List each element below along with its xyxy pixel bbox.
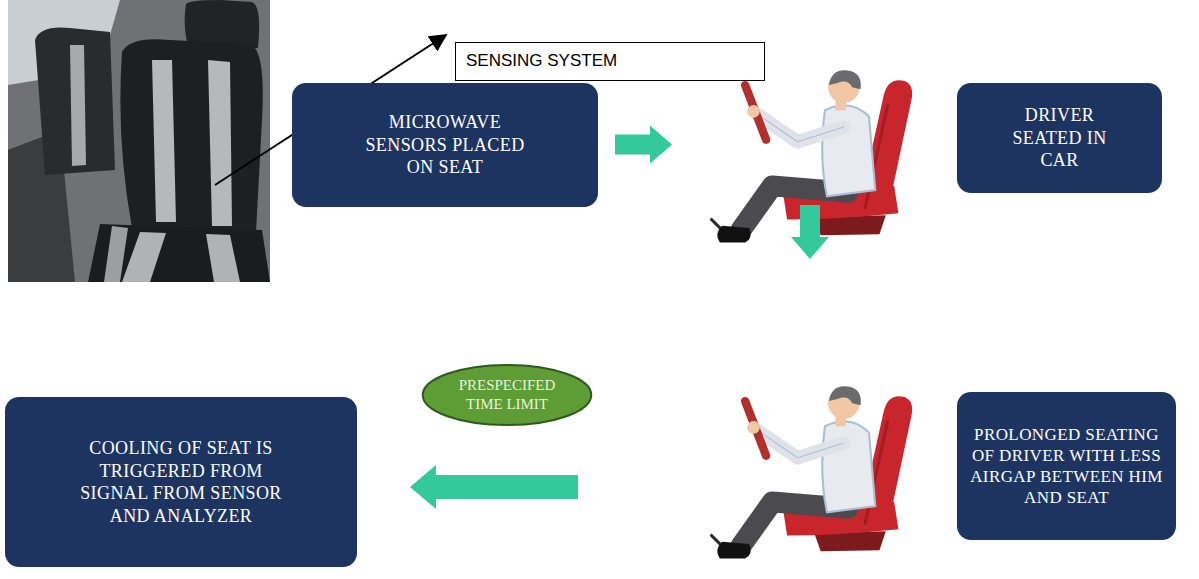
car-seat-photo — [206, 234, 240, 282]
process-box: MICROWAVE SENSORS PLACED ON SEAT — [292, 83, 598, 207]
car-seat-photo — [208, 60, 232, 226]
driver-figure — [712, 386, 913, 558]
condition-oval: PRESPECIFED TIME LIMIT — [421, 363, 593, 427]
car-seat-photo — [88, 224, 270, 282]
node-text: COOLING OF SEAT IS TRIGGERED FROM SIGNAL… — [66, 437, 296, 527]
car-seat-photo — [120, 39, 262, 232]
callout-box: SENSING SYSTEM — [455, 42, 765, 81]
process-box: COOLING OF SEAT IS TRIGGERED FROM SIGNAL… — [5, 397, 357, 567]
process-box: DRIVER SEATED IN CAR — [957, 83, 1162, 193]
flow-arrow — [615, 126, 672, 164]
node-text: DRIVER SEATED IN CAR — [997, 104, 1122, 172]
node-text: PRESPECIFED TIME LIMIT — [447, 376, 567, 414]
node-text: PROLONGED SEATING OF DRIVER WITH LESS AI… — [965, 424, 1168, 509]
node-text: SENSING SYSTEM — [466, 51, 617, 71]
car-seat-photo — [8, 0, 270, 282]
car-seat-photo — [70, 45, 86, 166]
car-seat-photo — [104, 226, 128, 282]
flow-arrow — [410, 465, 578, 509]
oval-shape — [421, 363, 593, 427]
flow-arrow — [791, 205, 829, 259]
car-seat-photo — [122, 232, 166, 282]
oval-outline — [423, 365, 592, 425]
process-box: PROLONGED SEATING OF DRIVER WITH LESS AI… — [957, 392, 1176, 540]
node-text: MICROWAVE SENSORS PLACED ON SEAT — [353, 111, 538, 179]
car-seat-photo — [8, 0, 270, 282]
car-seat-photo — [152, 60, 176, 222]
car-seat-photo — [35, 28, 115, 176]
